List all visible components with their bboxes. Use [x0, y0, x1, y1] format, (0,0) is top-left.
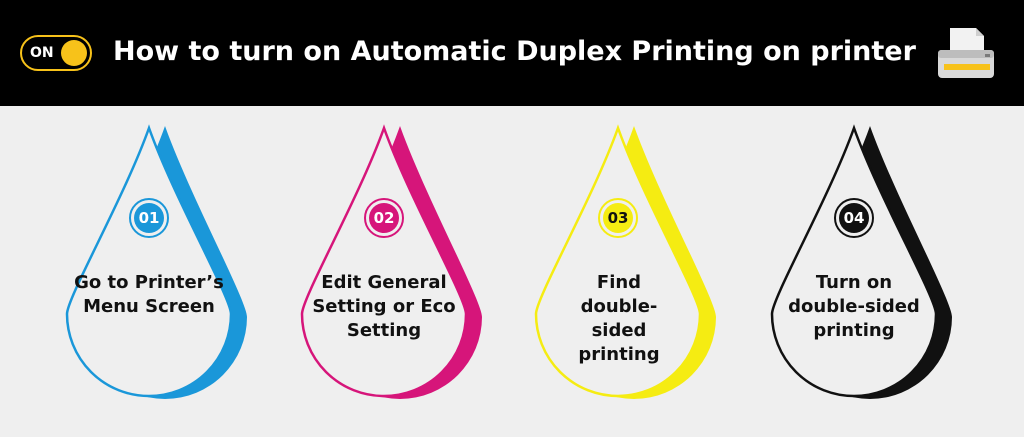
number-ring-2 — [364, 198, 404, 238]
number-ring-1 — [129, 198, 169, 238]
step-label-2: Edit General Setting or Eco Setting — [312, 272, 456, 341]
drop-1 — [65, 124, 247, 399]
step-label-4: Turn on double-sided printing — [788, 272, 920, 341]
number-disc-4 — [839, 203, 869, 233]
drop-outline-4 — [770, 124, 938, 398]
drop-outline-2 — [300, 124, 468, 398]
number-ring-4 — [834, 198, 874, 238]
step-label-1: Go to Printer’s Menu Screen — [74, 272, 224, 317]
toggle-knob — [61, 40, 87, 66]
drop-2 — [300, 124, 482, 399]
step-label-3: Find double-sided printing — [578, 272, 660, 365]
number-ring-3 — [598, 198, 638, 238]
step-number-1: 01 — [138, 209, 160, 227]
drop-4 — [770, 124, 952, 399]
number-disc-1 — [134, 203, 164, 233]
step-number-4: 04 — [843, 209, 865, 227]
drop-outline-1 — [65, 124, 233, 398]
steps-area: 01 02 03 04 Go to Printer’s Menu Screen … — [0, 106, 1024, 433]
toggle-label: ON — [30, 45, 54, 61]
drop-shapes — [65, 124, 952, 399]
number-disc-3 — [603, 203, 633, 233]
number-disc-2 — [369, 203, 399, 233]
on-toggle[interactable]: ON — [20, 35, 92, 71]
page-title: How to turn on Automatic Duplex Printing… — [113, 36, 916, 67]
drop-3 — [534, 124, 716, 399]
step-number-3: 03 — [607, 209, 629, 227]
drop-outline-3 — [534, 124, 702, 398]
step-number-2: 02 — [373, 209, 395, 227]
printer-icon — [938, 28, 994, 78]
header-bar: ON How to turn on Automatic Duplex Print… — [0, 0, 1024, 106]
